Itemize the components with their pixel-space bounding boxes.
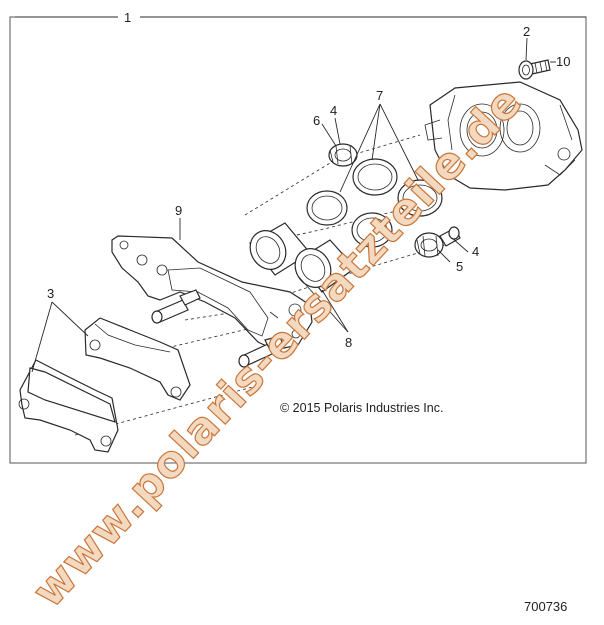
callout-4-lower: 4 xyxy=(472,244,479,259)
callout-9: 9 xyxy=(175,203,182,218)
callout-6: 6 xyxy=(313,113,320,128)
callout-1: 1 xyxy=(124,10,131,25)
dust-boot-upper xyxy=(328,143,358,167)
callout-8: 8 xyxy=(345,335,352,350)
copyright-notice: © 2015 Polaris Industries Inc. xyxy=(280,401,443,415)
bleeder-cap xyxy=(518,60,534,80)
bracket-pin-lower xyxy=(238,335,284,368)
callout-4-upper: 4 xyxy=(330,103,337,118)
leader-lines xyxy=(15,16,586,373)
callout-5: 5 xyxy=(456,259,463,274)
guide-pin-upper xyxy=(439,226,461,247)
brake-pad-outer xyxy=(18,359,119,453)
brake-pad-inner xyxy=(84,317,191,401)
caliper-housing xyxy=(424,81,583,191)
caliper-pistons xyxy=(249,222,356,293)
callout-2: 2 xyxy=(523,24,530,39)
figure-number: 700736 xyxy=(524,599,567,614)
callout-10: 10 xyxy=(556,54,570,69)
bracket-pin-upper xyxy=(151,289,201,324)
dust-boot-lower xyxy=(414,232,444,258)
callout-3: 3 xyxy=(47,286,54,301)
piston-seal-rings xyxy=(306,158,443,248)
callout-7: 7 xyxy=(376,88,383,103)
